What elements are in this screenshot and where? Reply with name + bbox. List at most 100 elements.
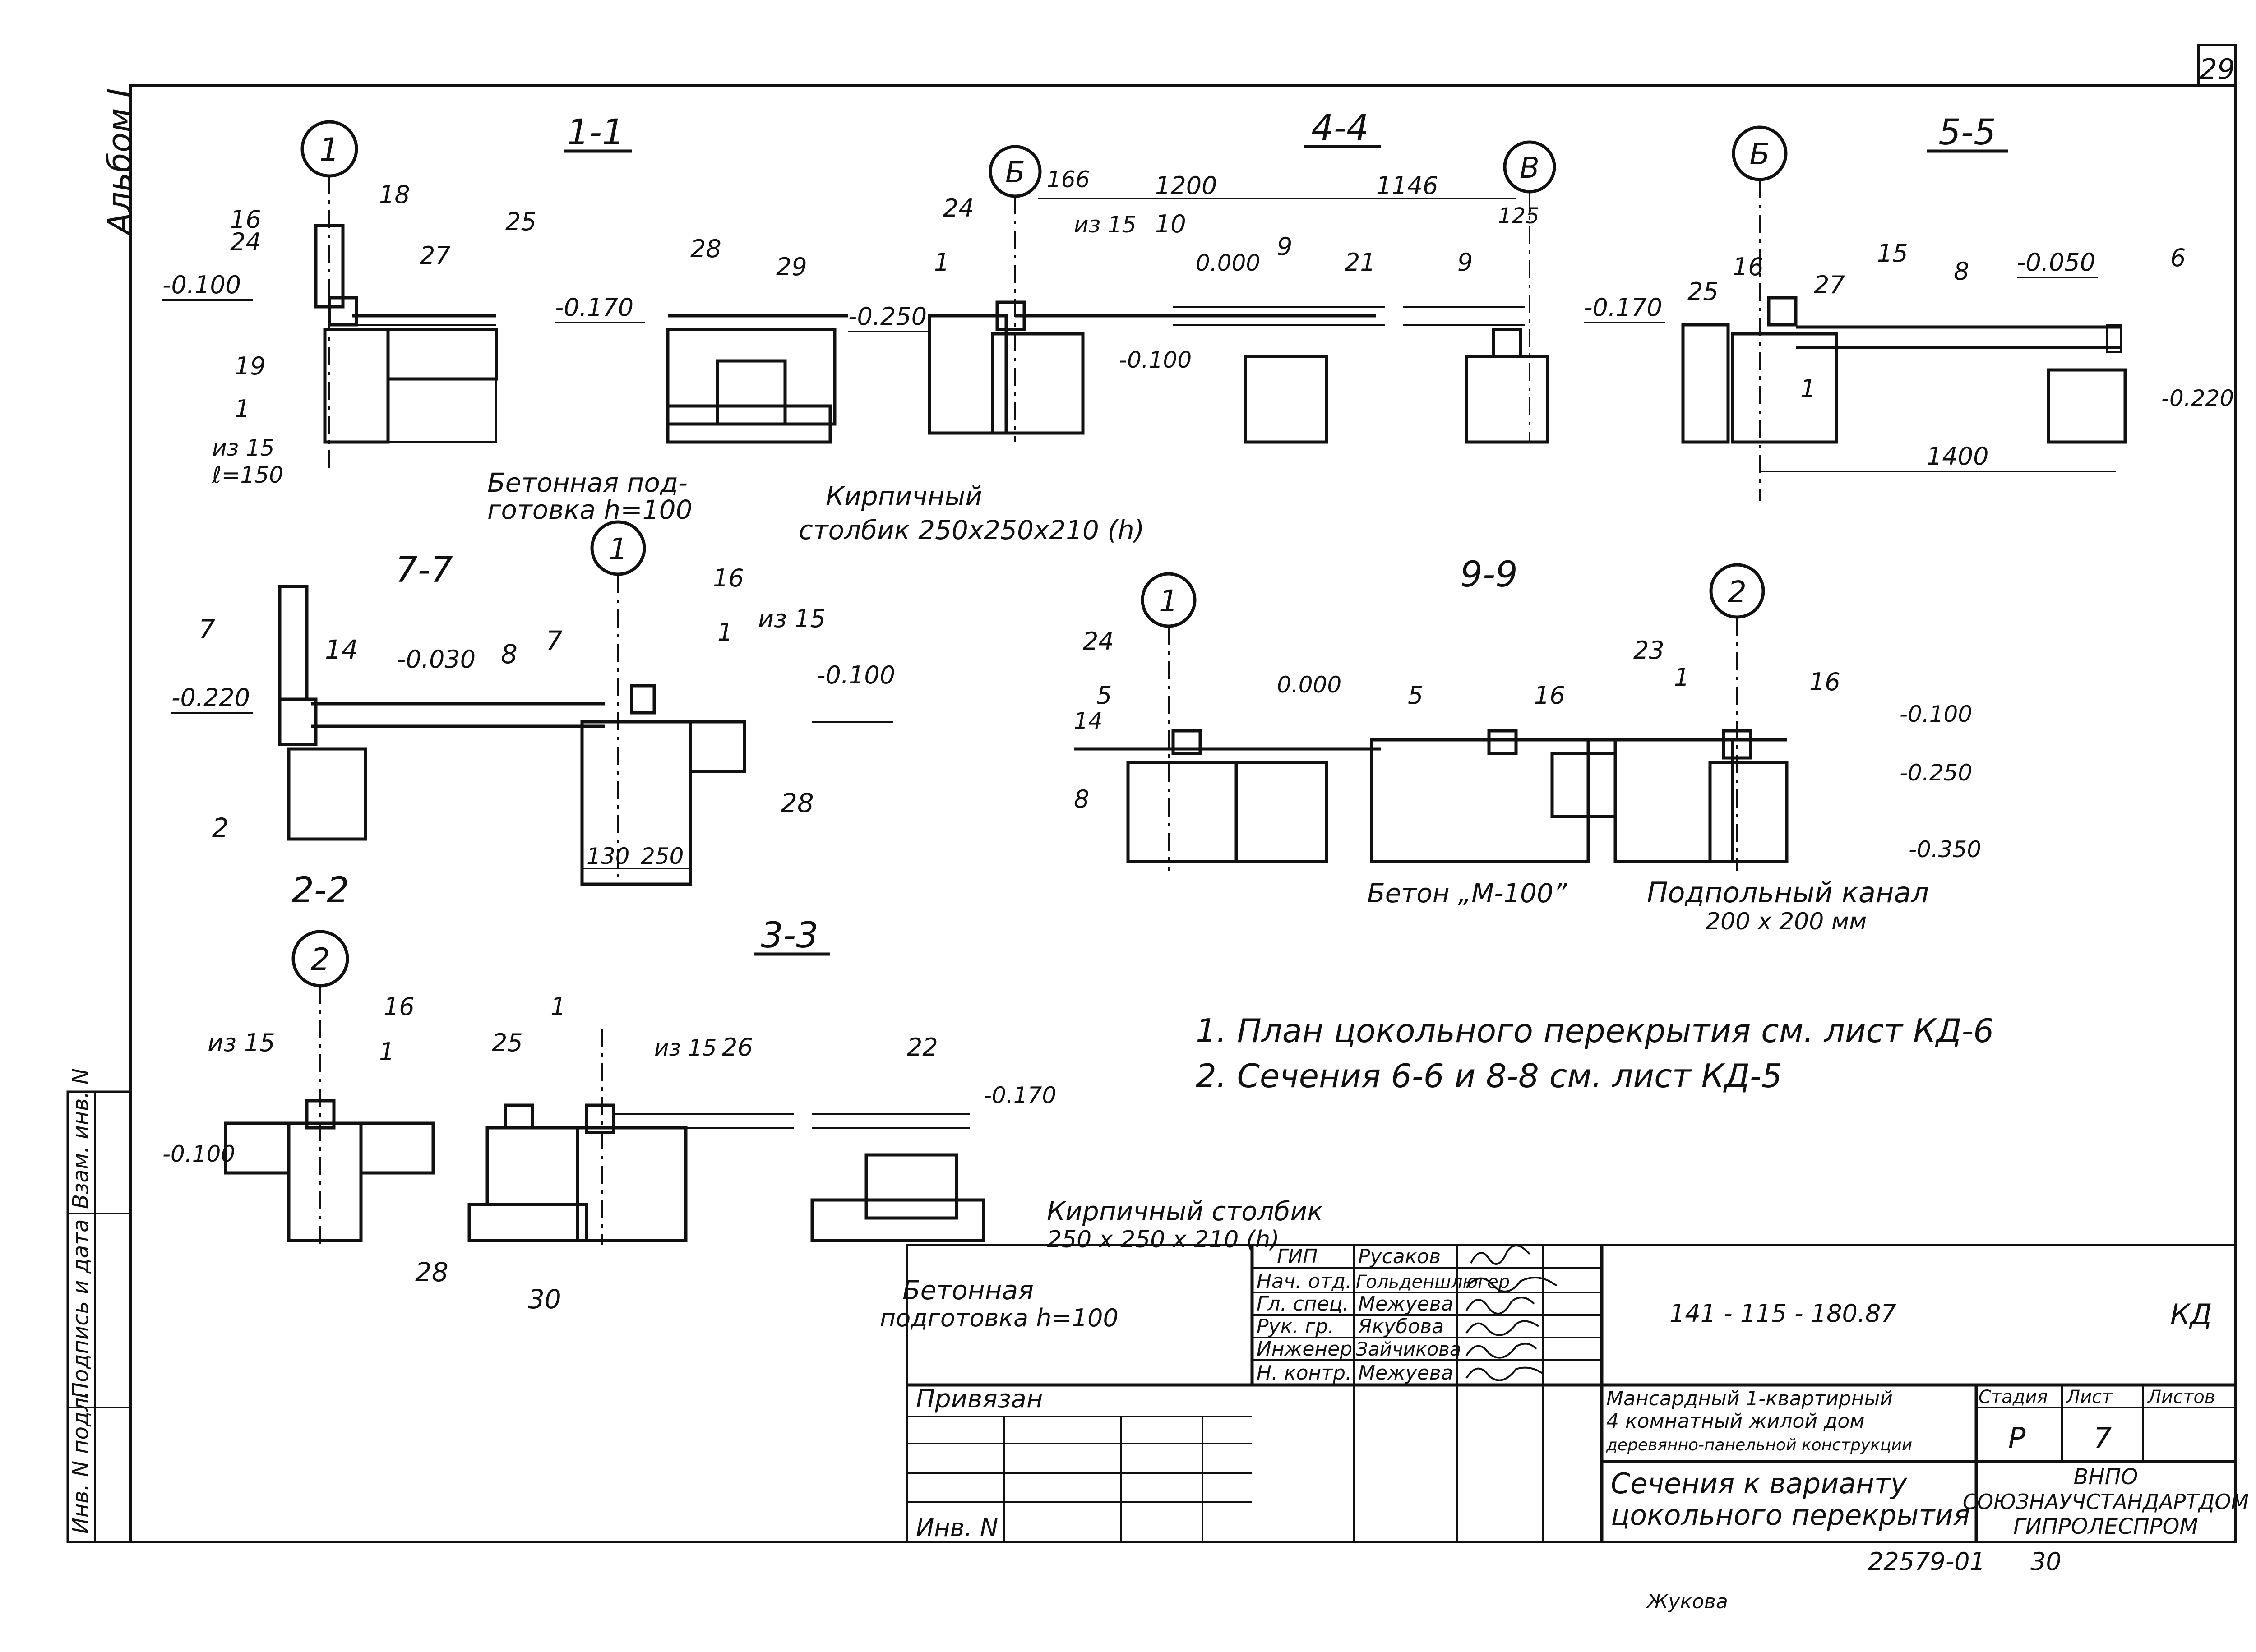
section-5-5-title: 5-5: [1938, 112, 1996, 153]
s11-concrete-line2: готовка h=100: [487, 494, 692, 525]
side-stamp-sign: Подпись и дата: [68, 1219, 93, 1398]
section-4-4: 4-4 Б В 166 1200 1146 125 24 из 15 10 1 …: [928, 108, 1665, 444]
s77-mark-2: 2: [212, 812, 229, 843]
s11-mark-28: 28: [690, 235, 721, 263]
s99-mark-1: 1: [1674, 663, 1689, 692]
section-9-9-title: 9-9: [1460, 554, 1517, 595]
side-stamp-inv: Инв. N подл.: [68, 1391, 93, 1534]
axis-2-marker: [1709, 563, 1765, 619]
s44-mark-9b: 9: [1457, 248, 1473, 277]
role-3: Гл. спец.: [1257, 1292, 1349, 1315]
s77-dim-250: 250: [641, 843, 684, 869]
axis-1-label: 1: [319, 131, 340, 168]
s55-mark-15: 15: [1877, 239, 1908, 268]
s44-mark-21: 21: [1345, 248, 1376, 277]
s44-dim-1146: 1146: [1376, 171, 1438, 200]
org-1: ВНПО: [2074, 1464, 2138, 1490]
note-2: 2. Сечения 6-6 и 8-8 см. лист КД-5: [1196, 1057, 1782, 1095]
s99-concrete: Бетон „M-100”: [1367, 878, 1567, 909]
s33-concrete-line1: Бетонная: [902, 1275, 1034, 1306]
signature-6: [1465, 1366, 1544, 1381]
copyist: Жукова: [1646, 1590, 1728, 1613]
title-block: ГИП Русаков Нач. отд. Гольденшлюгер Гл. …: [906, 1244, 2249, 1543]
s55-mark-25: 25: [1687, 277, 1719, 306]
s99-level-0100: -0.100: [1900, 701, 1972, 727]
s99-channel-line1: Подпольный канал: [1647, 876, 1929, 909]
section-9-9: 9-9 1 2 24 5 14 8 5 16 23 1 16 0.000 -0.…: [1074, 554, 1981, 935]
s99-mark-23: 23: [1633, 636, 1664, 664]
s77-level-0030: -0.030: [397, 645, 476, 674]
s22-mark-28: 28: [415, 1257, 448, 1287]
title-sheet-mark: КД: [2170, 1298, 2212, 1331]
s44-dim-166: 166: [1047, 166, 1090, 193]
s44-level-0100: -0.100: [1119, 347, 1192, 373]
project-line1: Мансардный 1-квартирный: [1606, 1387, 1893, 1410]
s99-mark-8: 8: [1074, 785, 1089, 813]
s55-mark-8: 8: [1954, 257, 1969, 286]
s99-mark-16b: 16: [1809, 668, 1840, 696]
axis-2-label: 2: [1728, 575, 1747, 609]
section-4-4-title: 4-4: [1311, 108, 1368, 148]
side-stamp: Инв. N подл. Подпись и дата Взам. инв. N: [66, 1068, 132, 1543]
name-5: Зайчикова: [1356, 1338, 1461, 1360]
axis-1b-marker: [590, 520, 646, 576]
s11-mark-19: 19: [235, 352, 266, 380]
s77-mark-8: 8: [501, 639, 518, 669]
stage-header: Стадия: [1979, 1387, 2048, 1407]
s55-mark-27: 27: [1814, 271, 1845, 299]
s11-mark-24: 24: [230, 228, 261, 256]
page-number-box: [2197, 44, 2237, 87]
s33-level-0170: -0.170: [984, 1082, 1056, 1108]
s99-level-0350: -0.350: [1909, 836, 1981, 863]
section-2-2-title: 2-2: [291, 870, 349, 911]
name-1: Русаков: [1358, 1245, 1441, 1268]
s44-level-0000: 0.000: [1196, 250, 1260, 276]
s77-mark-28: 28: [781, 788, 814, 818]
section-7-7: 7-7 1 7 14 8 7 16 1 из 15 2 28 -0.220 -0…: [171, 520, 895, 886]
s33-mark-30: 30: [528, 1284, 561, 1315]
s99-mark-5b: 5: [1408, 681, 1423, 710]
section-5-5: 5-5 Б 1400 16 25 27 15 8 6 1 -0.050 -0.2…: [1681, 112, 2234, 501]
stage-value: Р: [2008, 1422, 2026, 1455]
title-code: 141 - 115 - 180.87: [1669, 1299, 1896, 1328]
name-3: Межуева: [1358, 1292, 1453, 1315]
side-stamp-replace: Взам. инв. N: [68, 1068, 93, 1209]
s11-level-0100: -0.100: [162, 271, 241, 299]
role-1: ГИП: [1277, 1245, 1318, 1268]
s99-mark-14: 14: [1074, 708, 1103, 734]
outer-border: [129, 84, 2237, 1543]
project-line3: деревянно-панельной конструкции: [1606, 1436, 1912, 1454]
s55-mark-16: 16: [1733, 253, 1764, 281]
role-6: Н. контр.: [1257, 1361, 1352, 1384]
section-3-3: 3-3 1 25 из 15 26 22 30 -0.170 Кирпичный…: [467, 915, 1323, 1332]
signature-2: [1465, 1277, 1558, 1292]
sheet-value: 7: [2094, 1422, 2112, 1455]
s44-mark-9a: 9: [1277, 232, 1292, 261]
s55-level-0050: -0.050: [2017, 248, 2095, 277]
role-5: Инженер: [1257, 1338, 1352, 1361]
s77-mark-7a: 7: [199, 614, 215, 645]
signature-1: [1470, 1245, 1530, 1265]
axis-v-label: В: [1520, 152, 1539, 185]
s11-mark-27: 27: [420, 241, 451, 270]
s33-mark-1: 1: [550, 992, 566, 1021]
s44-dim-1200: 1200: [1155, 171, 1217, 200]
s44-dim-125: 125: [1498, 203, 1539, 229]
s44-mark-24: 24: [943, 194, 974, 222]
s77-mark-7b: 7: [546, 625, 563, 656]
s22-mark-16: 16: [384, 992, 415, 1021]
s33-mark-25: 25: [492, 1029, 523, 1057]
s11-mark-25: 25: [505, 208, 536, 236]
name-6: Межуева: [1358, 1361, 1453, 1384]
s11-concrete-line1: Бетонная под-: [487, 467, 688, 498]
name-2: Гольденшлюгер: [1356, 1272, 1510, 1292]
axis-1b-label: 1: [609, 532, 628, 567]
s33-mark-iz15: из 15: [654, 1035, 717, 1061]
s22-mark-iz15: из 15: [208, 1029, 275, 1057]
signature-3: [1465, 1297, 1535, 1315]
s99-mark-5a: 5: [1096, 681, 1112, 710]
s44-mark-iz15: из 15: [1074, 212, 1137, 238]
org-3: ГИПРОЛЕСПРОМ: [2013, 1514, 2198, 1539]
section-1-1-title: 1-1: [567, 112, 624, 153]
